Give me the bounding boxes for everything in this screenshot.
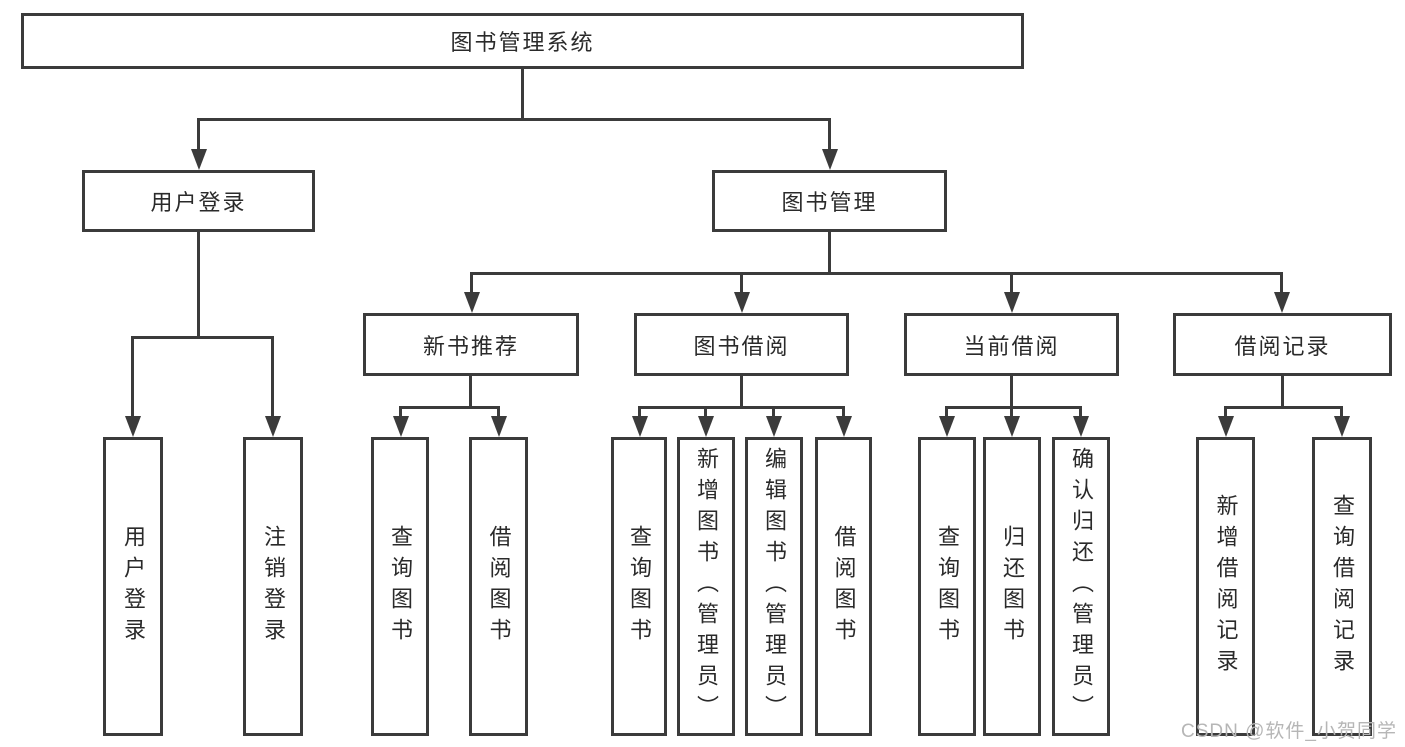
- connector-line: [1010, 406, 1013, 420]
- connector-line: [399, 406, 402, 420]
- connector-line: [131, 336, 274, 339]
- leaf-label: 查询借阅记录: [1330, 493, 1355, 680]
- arrow-down-icon: [265, 416, 281, 437]
- connector-line: [1224, 406, 1342, 409]
- node-label: 当前借阅: [963, 333, 1060, 359]
- connector-line: [1010, 272, 1013, 294]
- connector-line: [704, 406, 707, 420]
- arrow-down-icon: [191, 149, 207, 170]
- leaf-label: 新增图书（管理员）: [694, 447, 719, 726]
- connector-line: [1281, 376, 1284, 409]
- arrow-down-icon: [1334, 416, 1350, 437]
- leaf-label: 查询图书: [935, 524, 960, 649]
- arrow-down-icon: [1218, 416, 1234, 437]
- connector-line: [945, 406, 948, 420]
- connector-line: [1010, 376, 1013, 409]
- arrow-down-icon: [766, 416, 782, 437]
- connector-line: [197, 118, 200, 152]
- leaf-label: 新增借阅记录: [1213, 493, 1239, 680]
- node-book-borrow: 图书借阅: [634, 313, 849, 376]
- node-label: 新书推荐: [422, 333, 519, 359]
- node-book-management: 图书管理: [712, 170, 947, 232]
- node-label: 图书借阅: [693, 333, 790, 359]
- leaf-logout-login: 注销登录: [243, 437, 303, 736]
- leaf-current-confirm-return-admin: 确认归还（管理员）: [1052, 437, 1110, 736]
- connector-line: [638, 406, 641, 420]
- node-label: 图书管理: [781, 190, 878, 215]
- arrow-down-icon: [393, 416, 409, 437]
- connector-line: [740, 272, 743, 294]
- arrow-down-icon: [1073, 416, 1089, 437]
- leaf-label: 确认归还（管理员）: [1069, 447, 1094, 726]
- leaf-current-return-book: 归还图书: [983, 437, 1041, 736]
- connector-line: [497, 406, 500, 420]
- leaf-borrow-query-book: 查询图书: [611, 437, 667, 736]
- node-new-book-recommend: 新书推荐: [363, 313, 579, 376]
- leaf-user-login: 用户登录: [103, 437, 163, 736]
- arrow-down-icon: [1274, 292, 1290, 313]
- connector-line: [469, 376, 472, 409]
- node-label: 借阅记录: [1234, 333, 1331, 359]
- leaf-recommend-query-book: 查询图书: [371, 437, 429, 736]
- arrow-down-icon: [1004, 292, 1020, 313]
- leaf-label: 借阅图书: [486, 524, 512, 649]
- connector-line: [945, 406, 1082, 409]
- leaf-label: 归还图书: [1000, 524, 1025, 649]
- arrow-down-icon: [491, 416, 507, 437]
- arrow-down-icon: [698, 416, 714, 437]
- arrow-down-icon: [836, 416, 852, 437]
- node-current-borrow: 当前借阅: [904, 313, 1119, 376]
- arrow-down-icon: [125, 416, 141, 437]
- arrow-down-icon: [734, 292, 750, 313]
- connector-line: [1280, 272, 1283, 294]
- connector-line: [772, 406, 775, 420]
- arrow-down-icon: [464, 292, 480, 313]
- leaf-borrow-edit-book-admin: 编辑图书（管理员）: [745, 437, 803, 736]
- connector-line: [131, 336, 134, 418]
- connector-line: [828, 118, 831, 152]
- leaf-label: 注销登录: [261, 524, 286, 649]
- arrow-down-icon: [939, 416, 955, 437]
- node-label: 图书管理系统: [450, 30, 595, 55]
- leaf-label: 用户登录: [121, 524, 146, 649]
- leaf-record-query-borrow-record: 查询借阅记录: [1312, 437, 1372, 736]
- leaf-label: 借阅图书: [831, 524, 857, 649]
- connector-line: [271, 336, 274, 418]
- node-label: 用户登录: [150, 190, 247, 215]
- leaf-label: 编辑图书（管理员）: [762, 447, 787, 726]
- leaf-record-add-borrow-record: 新增借阅记录: [1196, 437, 1255, 736]
- connector-line: [1079, 406, 1082, 420]
- leaf-borrow-add-book-admin: 新增图书（管理员）: [677, 437, 735, 736]
- arrow-down-icon: [822, 149, 838, 170]
- connector-line: [197, 118, 831, 121]
- connector-line: [1340, 406, 1343, 420]
- node-library-management-system: 图书管理系统: [21, 13, 1024, 69]
- connector-line: [470, 272, 1282, 275]
- connector-line: [638, 406, 844, 409]
- connector-line: [521, 69, 524, 121]
- leaf-label: 查询图书: [388, 524, 413, 649]
- leaf-recommend-borrow-book: 借阅图书: [469, 437, 528, 736]
- connector-line: [740, 376, 743, 409]
- leaf-borrow-borrow-book: 借阅图书: [815, 437, 872, 736]
- node-user-login: 用户登录: [82, 170, 315, 232]
- connector-line: [470, 272, 473, 294]
- leaf-label: 查询图书: [627, 524, 652, 649]
- connector-line: [828, 232, 831, 274]
- arrow-down-icon: [632, 416, 648, 437]
- connector-line: [399, 406, 500, 409]
- connector-line: [1224, 406, 1227, 420]
- leaf-current-query-book: 查询图书: [918, 437, 976, 736]
- arrow-down-icon: [1004, 416, 1020, 437]
- connector-line: [842, 406, 845, 420]
- node-borrow-record: 借阅记录: [1173, 313, 1392, 376]
- connector-line: [197, 232, 200, 339]
- csdn-watermark: CSDN @软件_小贺同学: [1181, 721, 1397, 742]
